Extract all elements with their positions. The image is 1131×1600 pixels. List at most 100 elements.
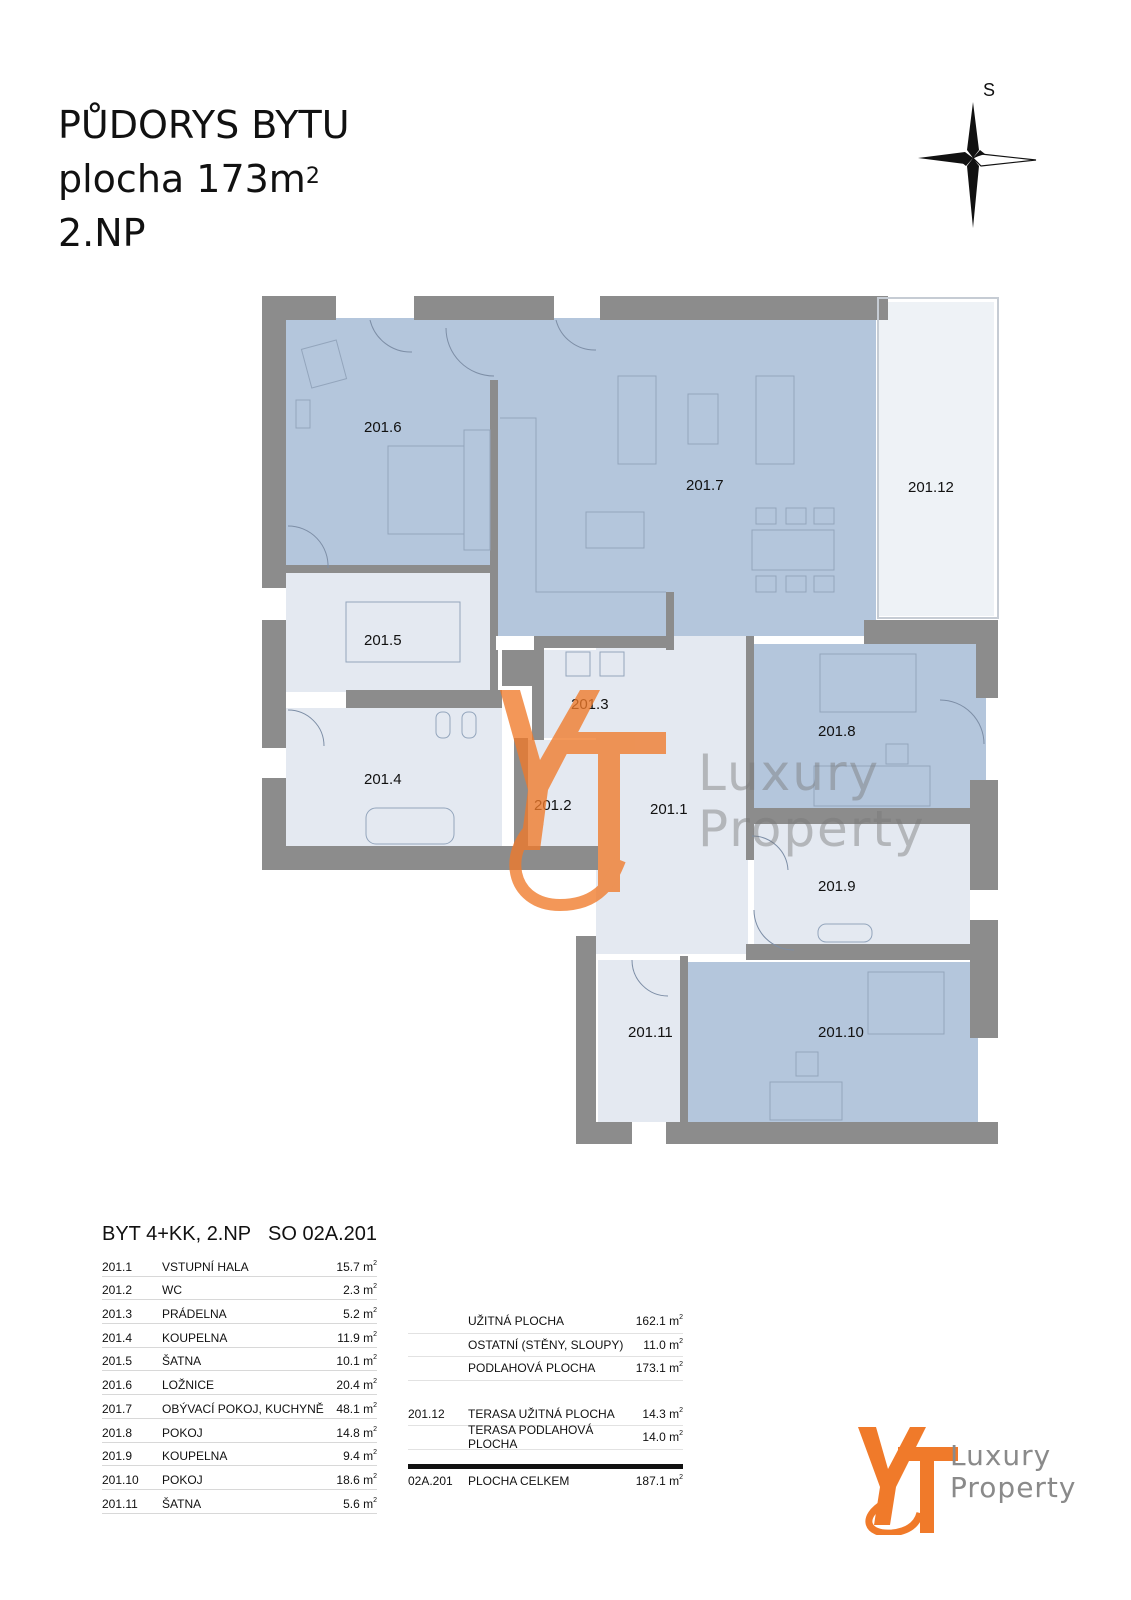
- room-area-unit-sup: 2: [373, 1425, 377, 1433]
- summary-total-value: 187.1: [635, 1474, 666, 1488]
- room-area: 9.4 m2: [335, 1449, 377, 1463]
- room-area-unit-sup: 2: [373, 1283, 377, 1291]
- summary-area-unit-sup: 2: [679, 1430, 683, 1438]
- room-area: 15.7 m2: [335, 1260, 377, 1274]
- room-201-6-fill: [286, 318, 498, 568]
- room-row: 201.2 WC 2.3 m2: [102, 1277, 377, 1301]
- room-area-value: 11.9: [337, 1330, 360, 1345]
- room-name: POKOJ: [162, 1472, 203, 1487]
- room-area-value: 20.4: [336, 1378, 360, 1393]
- room-code: 201.2: [102, 1283, 133, 1298]
- summary-area: 14.0 m2: [633, 1430, 683, 1444]
- room-area: 18.6 m2: [335, 1473, 377, 1487]
- summary-area-value: 14.3: [642, 1406, 666, 1421]
- summary-area-unit: m: [669, 1361, 680, 1376]
- room-area-unit-sup: 2: [373, 1330, 377, 1338]
- logo-line1: Luxury: [950, 1439, 1052, 1472]
- watermark-text: Luxury Property: [698, 745, 926, 857]
- room-area-value: 15.7: [336, 1259, 360, 1274]
- table-title-code: SO 02A.201: [268, 1223, 377, 1245]
- room-label-201-5: 201.5: [364, 632, 402, 649]
- room-area-unit-sup: 2: [373, 1259, 377, 1267]
- summary-total-area: 187.1 m2: [633, 1474, 683, 1488]
- room-area-unit: m: [363, 1330, 374, 1345]
- room-area-value: 10.1: [336, 1354, 360, 1369]
- room-code: 201.6: [102, 1378, 133, 1393]
- room-label-201-8: 201.8: [818, 723, 856, 740]
- summary-total-code: 02A.201: [408, 1474, 453, 1488]
- company-logo-text: Luxury Property: [950, 1440, 1076, 1504]
- room-area-unit: m: [363, 1449, 374, 1464]
- room-name: ŠATNA: [162, 1496, 202, 1511]
- room-201-7-fill: [498, 318, 876, 636]
- floor-plan: 201.6 201.7 201.12 201.5 201.4 201.3 201…: [262, 296, 999, 1144]
- room-201-5-fill: [286, 572, 496, 692]
- room-label-201-10: 201.10: [818, 1024, 864, 1041]
- room-area-unit-sup: 2: [373, 1307, 377, 1315]
- summary-area-value: 11.0: [643, 1337, 666, 1352]
- room-code: 201.10: [102, 1472, 139, 1487]
- room-area-value: 48.1: [336, 1401, 360, 1416]
- summary-name: TERASA UŽITNÁ PLOCHA: [468, 1406, 615, 1421]
- room-label-201-4: 201.4: [364, 771, 402, 788]
- room-area-value: 2.3: [343, 1283, 360, 1298]
- summary-area-unit: m: [669, 1430, 680, 1445]
- summary-total-unit: m: [669, 1474, 680, 1488]
- summary-area-value: 162.1: [635, 1314, 666, 1329]
- room-area: 5.2 m2: [335, 1307, 377, 1321]
- summary-name: TERASA PODLAHOVÁ PLOCHA: [468, 1423, 594, 1452]
- logo-line2: Property: [950, 1471, 1077, 1504]
- summary-area: 11.0 m2: [633, 1338, 683, 1352]
- room-area: 14.8 m2: [335, 1426, 377, 1440]
- room-area-unit: m: [363, 1496, 374, 1511]
- summary-area-unit-sup: 2: [679, 1406, 683, 1414]
- room-area-unit-sup: 2: [373, 1401, 377, 1409]
- room-area-unit-sup: 2: [373, 1378, 377, 1386]
- room-label-201-11: 201.11: [628, 1024, 673, 1041]
- room-201-12-fill: [878, 302, 994, 616]
- room-name: WC: [162, 1283, 182, 1298]
- compass-rose-icon: [918, 102, 1037, 228]
- summary-area-unit-sup: 2: [679, 1361, 683, 1369]
- room-area: 5.6 m2: [335, 1497, 377, 1511]
- table-title-unit: BYT 4+KK, 2.NP: [102, 1223, 252, 1245]
- watermark-line2: Property: [698, 800, 926, 858]
- heading-area: plocha 173m2: [58, 152, 350, 206]
- room-area-unit: m: [363, 1401, 374, 1416]
- room-code: 201.11: [102, 1496, 138, 1511]
- heading-floor: 2.NP: [58, 211, 146, 255]
- summary-area-unit: m: [669, 1406, 680, 1421]
- summary-row: TERASA PODLAHOVÁ PLOCHA 14.0 m2: [408, 1423, 683, 1452]
- room-area: 10.1 m2: [335, 1354, 377, 1368]
- room-area-value: 18.6: [336, 1472, 360, 1487]
- room-code: 201.9: [102, 1449, 133, 1464]
- room-area-unit: m: [363, 1354, 374, 1369]
- summary-total-name: PLOCHA CELKEM: [468, 1474, 570, 1488]
- room-area-unit: m: [363, 1283, 374, 1298]
- furniture: [295, 339, 945, 1121]
- room-row: 201.10 POKOJ 18.6 m2: [102, 1466, 377, 1490]
- watermark-monogram-icon: [500, 690, 666, 912]
- room-area-unit-sup: 2: [373, 1354, 377, 1362]
- room-201-4-fill: [286, 708, 502, 848]
- summary-area-value: 14.0: [642, 1430, 666, 1445]
- room-code: 201.5: [102, 1354, 133, 1369]
- room-row: 201.11 ŠATNA 5.6 m2: [102, 1490, 377, 1514]
- heading-title: PŮDORYS BYTU: [58, 103, 350, 147]
- room-area-unit: m: [363, 1259, 374, 1274]
- summary-area-unit: m: [669, 1337, 680, 1352]
- heading-area-text: plocha 173m: [58, 157, 306, 201]
- summary-total-unit-sup: 2: [679, 1474, 683, 1481]
- room-code: 201.8: [102, 1425, 133, 1440]
- watermark-line1: Luxury: [698, 744, 881, 802]
- room-area-value: 5.6: [343, 1496, 360, 1511]
